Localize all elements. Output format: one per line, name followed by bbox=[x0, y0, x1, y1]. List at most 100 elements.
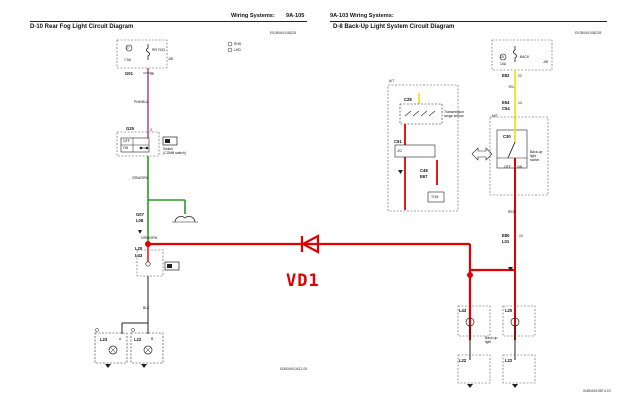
header-right-section: 9A-103 Wiring Systems: bbox=[330, 13, 394, 19]
left-switch-box bbox=[116, 131, 160, 157]
double-arrow-icon bbox=[471, 147, 493, 161]
right-fuse-number-circle bbox=[499, 53, 507, 61]
lamp-l22-box bbox=[130, 332, 164, 364]
trans-sensor-label: Transmission range sensor bbox=[444, 110, 465, 118]
right-diagram-code: E5JB0A910BD28 bbox=[575, 31, 602, 35]
lamp-l22-label: L22 bbox=[134, 337, 142, 342]
mt-box bbox=[489, 116, 549, 196]
connector-c30: C30 bbox=[503, 134, 511, 139]
left-connector-g01: G01 bbox=[125, 71, 133, 76]
backup-light-label: Back-up light bbox=[485, 336, 498, 344]
right-wire-yel-label: YEL bbox=[508, 85, 515, 89]
right-diagram-title: D-8 Back-Up Light System Circuit Diagram bbox=[333, 24, 455, 30]
right-lamp-ground-icon bbox=[467, 384, 518, 388]
left-wire-top-label: PNK/BLU bbox=[134, 100, 149, 104]
left-switch-label: Switch (COMB switch) bbox=[163, 147, 186, 155]
right-jb-box bbox=[491, 39, 553, 71]
right-junction-label: J/B bbox=[543, 60, 548, 64]
left-switch-connector: G25 bbox=[126, 126, 134, 131]
left-footer-code: I5JB0A910612-05 bbox=[280, 367, 308, 371]
lamp-l23-pin-a: A bbox=[119, 337, 122, 341]
at-label: A/T bbox=[389, 79, 395, 83]
right-wire-red-label: RED bbox=[508, 210, 516, 214]
left-fuse-name: RR FOG bbox=[152, 48, 166, 52]
left-jb-box bbox=[116, 39, 168, 69]
right-connector-e80: E80 bbox=[502, 233, 510, 238]
left-junction-label: J/B bbox=[168, 57, 173, 61]
at-ground-icon bbox=[398, 170, 403, 174]
right-ground-arrow-icon bbox=[508, 267, 513, 271]
header-rule-left bbox=[30, 21, 307, 22]
at-box bbox=[387, 84, 459, 212]
right-connector-c54: C54 bbox=[502, 106, 510, 111]
connector-c51: C51 bbox=[394, 139, 402, 144]
right-l20-box bbox=[502, 305, 536, 337]
left-diagram-title: D-10 Rear Fog Light Circuit Diagram bbox=[30, 24, 134, 30]
right-fuse-name: BACK bbox=[520, 55, 530, 59]
left-fuse-number: 27 bbox=[126, 46, 130, 50]
left-meter-icon bbox=[174, 216, 196, 223]
left-wire-ground-label: BLK bbox=[143, 306, 150, 310]
lamp-l22-icon bbox=[143, 345, 153, 355]
right-lamp-l22-right: L22 bbox=[505, 358, 513, 363]
left-fuse-rating: 7.5A bbox=[124, 58, 131, 62]
lamp-ground-icon bbox=[105, 364, 147, 368]
connector-c28: C28 bbox=[404, 97, 412, 102]
backup-switch-label: Back-up light switch bbox=[530, 150, 543, 162]
header-rule-right bbox=[330, 21, 607, 22]
header-left-section: Wiring Systems: bbox=[231, 13, 275, 19]
left-pin-top: 15 bbox=[150, 72, 154, 76]
lamp-l22-pin-b: B bbox=[151, 337, 154, 341]
backup-switch-on: ON bbox=[517, 165, 523, 169]
header-left-page: 9A-105 bbox=[286, 13, 305, 19]
legend-lhd-icon bbox=[227, 47, 233, 53]
right-l22-box-right bbox=[502, 354, 536, 384]
lamp-l23-label: L23 bbox=[100, 337, 108, 342]
mt-label: M/T bbox=[492, 114, 498, 118]
tcm-label: TCM bbox=[431, 195, 439, 199]
right-fuse-icon bbox=[513, 46, 517, 62]
backup-switch-off: OFF bbox=[504, 165, 511, 169]
right-connector-l43: L43 bbox=[459, 308, 467, 313]
trans-sensor-box bbox=[399, 103, 443, 125]
right-connector-e82: E82 bbox=[502, 73, 510, 78]
connector-e67: E67 bbox=[420, 174, 428, 179]
left-switch-off: OFF bbox=[123, 139, 130, 143]
right-pin-10: 10 bbox=[519, 234, 523, 238]
left-fuse-number-circle bbox=[125, 44, 133, 52]
right-connector-e54: E54 bbox=[502, 100, 510, 105]
right-pin-e82: 22 bbox=[518, 74, 522, 78]
lamp-l23-box bbox=[94, 332, 128, 364]
right-connector-l01: L01 bbox=[502, 239, 510, 244]
diode-triangle-icon bbox=[300, 234, 320, 254]
left-switch-on: ON bbox=[123, 146, 129, 150]
right-l22-box-left bbox=[457, 354, 491, 384]
backup-switch-icon bbox=[507, 141, 516, 159]
diode-vd1-label: VD1 bbox=[286, 271, 320, 291]
left-wire-low-label: GRN/ORN bbox=[141, 236, 158, 240]
left-wire-mid-label: GRN/ORN bbox=[132, 176, 149, 180]
right-connector-l20: L20 bbox=[505, 308, 513, 313]
right-lamp-l22-left: L22 bbox=[459, 358, 467, 363]
left-connector-l20: L20 bbox=[135, 246, 143, 251]
legend-rhd-icon bbox=[227, 41, 233, 47]
jc-label: J/C bbox=[397, 149, 403, 153]
connector-c48: C48 bbox=[420, 168, 428, 173]
right-fuse-number: 15 bbox=[500, 55, 504, 59]
legend-rhd: RHD bbox=[234, 42, 242, 46]
lamp-l23-icon bbox=[108, 345, 118, 355]
left-ground-arrow-icon bbox=[138, 230, 142, 234]
right-l43-box bbox=[457, 305, 491, 337]
left-connector-l08: L08 bbox=[136, 218, 144, 223]
left-switch-pin: 3 bbox=[150, 128, 152, 132]
tcm-box bbox=[427, 191, 445, 203]
right-footer-code: I5JB0A910BT4-03 bbox=[583, 389, 611, 393]
right-fuse-rating: 10A bbox=[500, 62, 507, 66]
left-diagram-code: E5JB0A9108D28 bbox=[270, 31, 297, 35]
left-connector-l43: L43 bbox=[135, 253, 143, 258]
jc-box bbox=[394, 144, 436, 158]
left-connector-g07: G07 bbox=[136, 212, 144, 217]
legend-lhd: LHD bbox=[234, 48, 241, 52]
left-fuse-icon bbox=[146, 44, 150, 60]
